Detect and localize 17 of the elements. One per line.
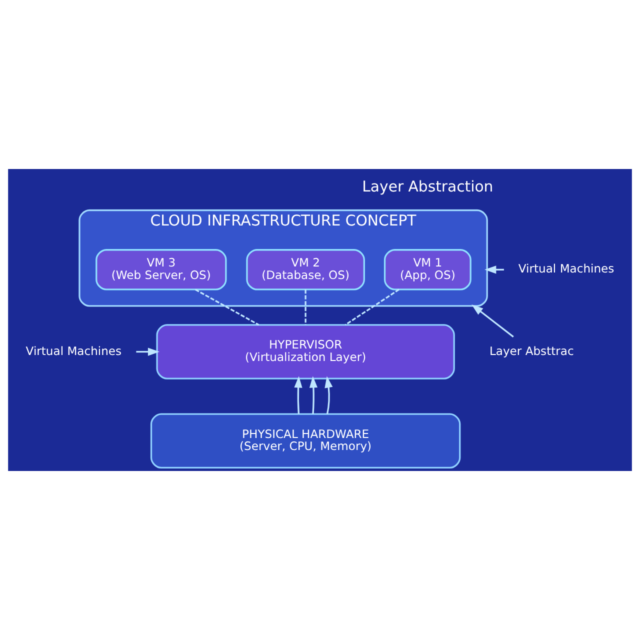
arrow (324, 376, 333, 414)
node-text: Virtual Machines (518, 262, 614, 276)
node-box: VM 2 (Database, OS) (246, 249, 365, 290)
arrow (309, 376, 318, 414)
arrow (472, 304, 514, 338)
node-box: VM 1 (App, OS) (384, 249, 472, 290)
node-box: VM 3 (Web Server, OS) (96, 249, 227, 290)
node-box: PHYSICAL HARDWARE (Server, CPU, Memory) (150, 413, 461, 469)
label: Layer Abstraction (362, 178, 494, 196)
arrow (294, 376, 302, 414)
node-box: HYPERVISOR (Virtualization Layer) (156, 324, 455, 380)
connector (304, 290, 306, 325)
node-text: Virtual Machines (26, 344, 122, 358)
node-text: Layer Absttrac (489, 344, 574, 358)
connector (194, 288, 260, 326)
arrow (136, 348, 160, 356)
connector (344, 288, 400, 326)
